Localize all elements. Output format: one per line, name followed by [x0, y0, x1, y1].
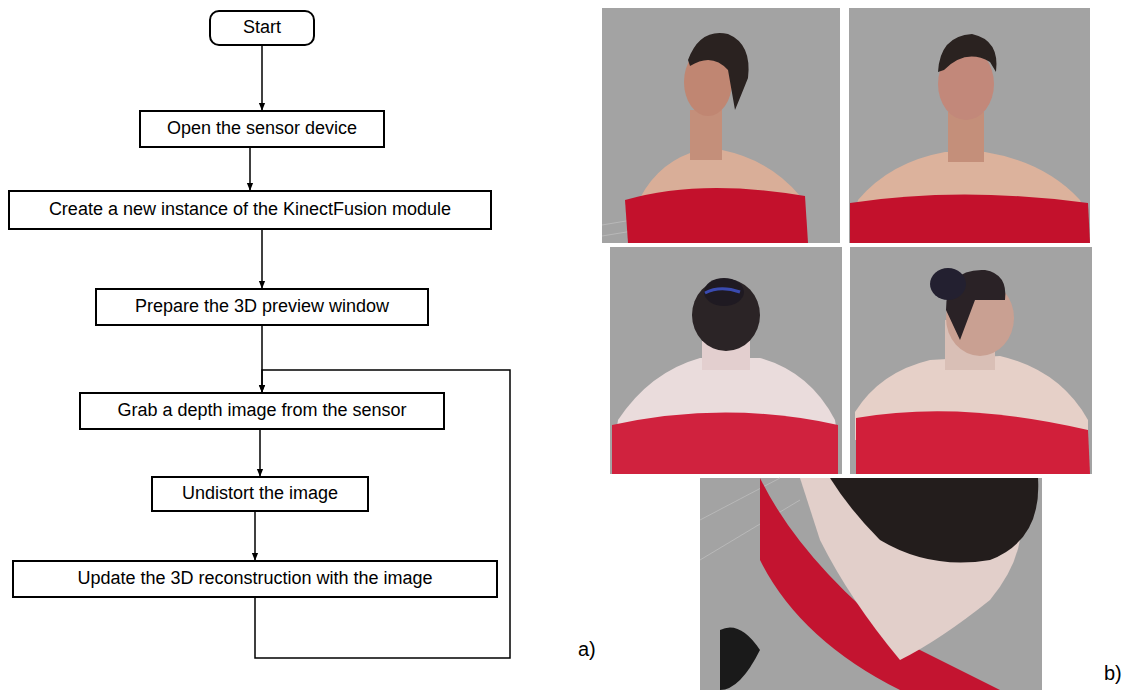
panel-label: a) [578, 638, 596, 661]
flow-arrow [249, 148, 251, 190]
process-box: Undistort the image [151, 476, 369, 512]
render-front-left [602, 8, 840, 243]
process-box: Prepare the 3D preview window [95, 288, 429, 326]
render-right-profile [850, 247, 1092, 474]
process-box: Update the 3D reconstruction with the im… [12, 560, 498, 598]
process-box: Create a new instance of the KinectFusio… [8, 190, 492, 230]
render-front [849, 8, 1090, 243]
render-back [610, 247, 842, 474]
flow-arrow [261, 230, 263, 288]
flow-arrow [259, 430, 261, 476]
flow-arrow [254, 512, 256, 560]
process-box: Open the sensor device [139, 110, 385, 148]
step-text: Update the 3D reconstruction with the im… [77, 568, 432, 590]
step-text: Create a new instance of the KinectFusio… [49, 199, 451, 221]
step-text: Prepare the 3D preview window [135, 296, 389, 318]
flow-arrow [261, 46, 263, 110]
panel-label: b) [1104, 662, 1122, 685]
step-text: Undistort the image [182, 483, 338, 505]
render-top [700, 478, 1042, 690]
step-text: Start [243, 17, 281, 39]
start-terminal: Start [209, 10, 315, 46]
process-box: Grab a depth image from the sensor [79, 392, 445, 430]
step-text: Open the sensor device [167, 118, 357, 140]
step-text: Grab a depth image from the sensor [117, 400, 406, 422]
